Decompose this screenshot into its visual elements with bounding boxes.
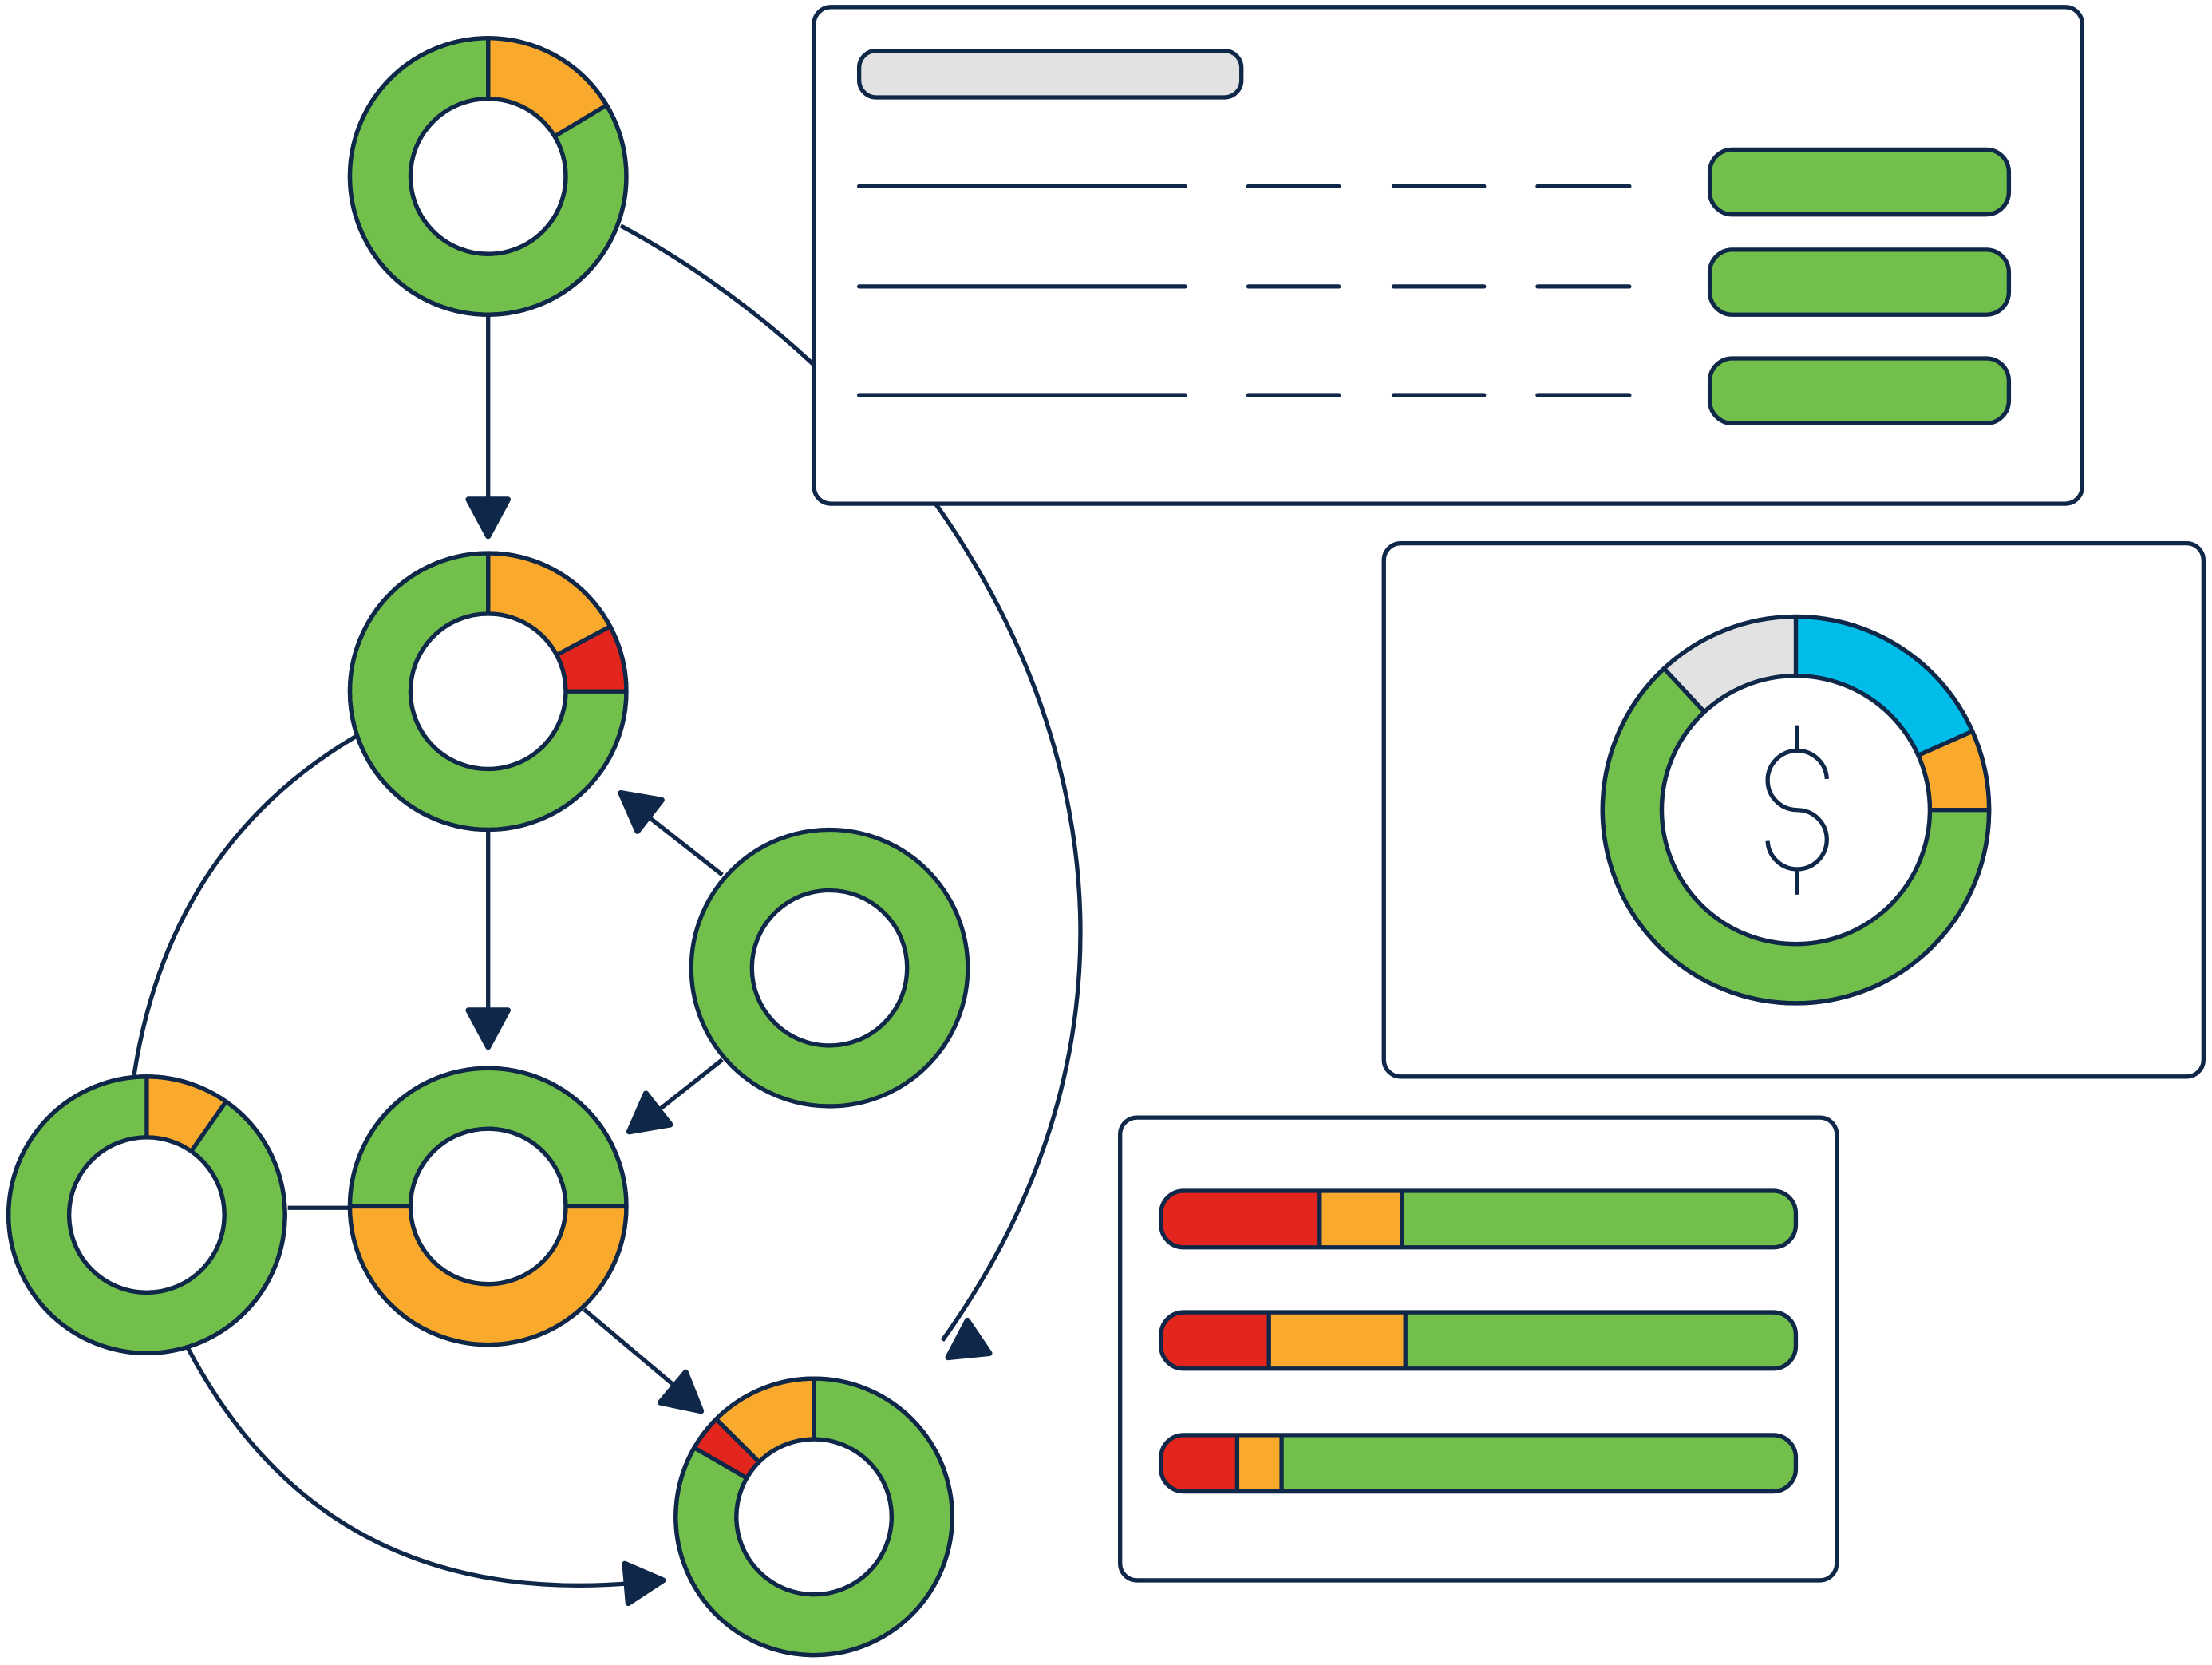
donut-hole: [408, 97, 568, 256]
arrow-right-to-second: [618, 789, 665, 834]
table-row: [856, 147, 2012, 217]
donut-outline: [347, 551, 629, 832]
donut-outline: [347, 1066, 629, 1347]
panels: [812, 5, 2206, 1583]
edge-right-to-second: [642, 811, 724, 877]
arrowhead-icon: [465, 1007, 511, 1050]
bar-segments: [1160, 1312, 1796, 1369]
edges: [132, 223, 1083, 1607]
bar-segment-red: [1160, 1191, 1320, 1248]
arrow-top-to-bottom: [945, 1317, 993, 1361]
stacked-bar: [1159, 1188, 1799, 1250]
edge-middle-to-bottom: [583, 1307, 676, 1388]
bar-segment-red: [1160, 1312, 1270, 1369]
donut-outline: [673, 1376, 954, 1658]
edge-second-to-left: [132, 734, 357, 1076]
bar-outline: [1159, 1310, 1799, 1371]
stacked-bar: [1159, 1433, 1799, 1494]
edge-left-to-bottom: [185, 1347, 633, 1588]
arrow-left-to-bottom: [622, 1560, 666, 1607]
donut-outline: [689, 827, 970, 1109]
arrowhead-icon: [465, 496, 511, 540]
donut-outline: [6, 1074, 287, 1355]
arrowhead-icon: [618, 789, 665, 834]
edge-right-to-middle: [653, 1058, 724, 1115]
edge-top-to-bottom: [619, 223, 1083, 1342]
donut-hole: [67, 1135, 227, 1295]
donut-hole: [749, 888, 910, 1048]
arrowhead-icon: [945, 1317, 993, 1361]
bar-outline: [1159, 1188, 1799, 1250]
bar-segment-green: [1282, 1434, 1796, 1492]
bar-segments: [1160, 1191, 1796, 1248]
bar-segment-green: [1405, 1312, 1796, 1369]
arrowhead-icon: [622, 1560, 666, 1607]
donut-outline: [1600, 614, 1992, 1006]
arrow-second-to-middle: [465, 1007, 511, 1050]
arrowhead-icon: [626, 1090, 673, 1135]
dollar-icon: [1765, 725, 1829, 895]
node-middle: [347, 1066, 629, 1347]
table-row: [856, 356, 2012, 425]
table-title-placeholder: [856, 48, 1244, 100]
dollar-s-curve: [1765, 748, 1829, 872]
donut-outline: [347, 36, 629, 317]
bar-segment-orange: [1319, 1191, 1403, 1248]
nodes: [6, 36, 1992, 1658]
stacked-bar: [1159, 1310, 1799, 1371]
bar-segments: [1160, 1434, 1796, 1492]
node-right: [689, 827, 970, 1109]
status-pill: [1707, 147, 2012, 217]
money-donut: [1600, 614, 1992, 1006]
bar-segment-orange: [1237, 1434, 1282, 1492]
bar-segment-orange: [1269, 1312, 1406, 1369]
node-second: [347, 551, 629, 832]
bar-outline: [1159, 1433, 1799, 1494]
status-pill: [1707, 247, 2012, 317]
donut-hole: [408, 1126, 568, 1287]
node-left: [6, 1074, 287, 1355]
node-bottom: [673, 1376, 954, 1658]
donut-hole: [408, 611, 568, 772]
donut-segment-green: [691, 829, 968, 1106]
arrow-top-to-second: [465, 496, 511, 540]
arrowhead-icon: [657, 1369, 705, 1414]
node-top: [347, 36, 629, 317]
status-pill: [1707, 356, 2012, 425]
table-row: [856, 247, 2012, 317]
bar-segment-red: [1160, 1434, 1238, 1492]
arrow-right-to-middle: [626, 1090, 673, 1135]
donut-hole: [734, 1437, 894, 1597]
bar-segment-green: [1402, 1191, 1796, 1248]
arrow-middle-to-bottom: [657, 1369, 705, 1414]
